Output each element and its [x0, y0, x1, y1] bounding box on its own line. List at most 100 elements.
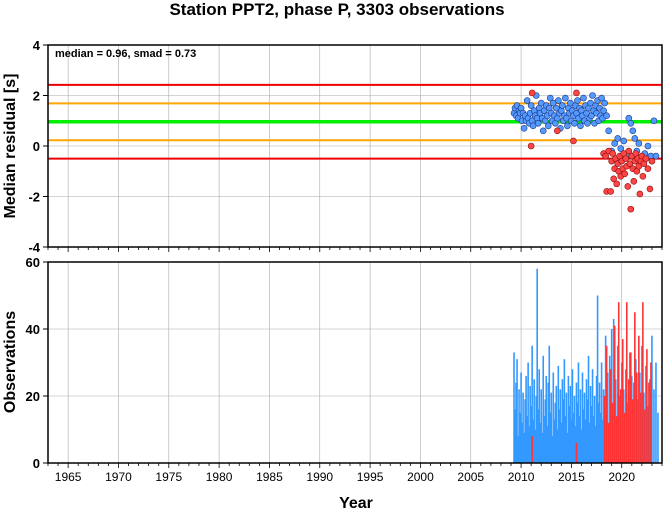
red-bar [650, 362, 652, 463]
x-tick-label: 2000 [407, 470, 434, 484]
blue-bar [515, 382, 517, 463]
blue-point [598, 94, 605, 102]
blue-point [617, 145, 625, 152]
blue-bar [533, 379, 535, 463]
red-bar [621, 339, 624, 463]
blue-bar [602, 389, 605, 463]
red-point [636, 190, 644, 198]
blue-bar [513, 352, 515, 463]
blue-bar [559, 389, 562, 463]
red-bar [605, 345, 608, 463]
red-bar [632, 399, 634, 463]
blue-bar [563, 359, 566, 463]
blue-point [574, 97, 581, 104]
red-point [644, 165, 652, 173]
blue-bar [545, 375, 548, 463]
blue-bar [597, 402, 600, 463]
blue-bar [544, 399, 547, 463]
blue-bar [591, 369, 594, 463]
blue-bar [561, 379, 564, 463]
blue-bar [518, 389, 520, 463]
blue-bar [552, 372, 555, 463]
y-tick-label: -2 [28, 190, 40, 205]
blue-point [544, 122, 552, 130]
blue-bar [595, 375, 598, 463]
blue-bar [567, 375, 570, 463]
blue-point [534, 119, 542, 127]
blue-bar [649, 379, 651, 463]
blue-bar [517, 436, 519, 463]
y-tick-label: 20 [26, 389, 40, 404]
blue-bar [553, 419, 556, 463]
blue-bar [594, 426, 597, 463]
blue-point [539, 127, 547, 135]
blue-bar [520, 372, 522, 463]
blue-bar [579, 389, 582, 463]
blue-bar [522, 392, 524, 463]
blue-bar [538, 369, 540, 463]
red-point [602, 152, 609, 160]
red-bar [619, 389, 622, 463]
blue-bar [565, 392, 568, 463]
blue-bar [586, 399, 589, 463]
blue-point [611, 140, 618, 147]
blue-bar [620, 362, 623, 463]
red-bar [575, 442, 578, 463]
blue-point [614, 135, 622, 142]
red-bar [603, 396, 606, 463]
blue-bar [614, 379, 617, 463]
red-bar [636, 372, 638, 463]
blue-bar [519, 412, 521, 463]
red-point [528, 89, 536, 97]
blue-bar [577, 362, 580, 463]
blue-bar [580, 429, 583, 463]
x-tick-label: 1995 [357, 470, 384, 484]
blue-bar [571, 369, 574, 463]
blue-bar [590, 406, 593, 463]
blue-bar [569, 385, 572, 463]
blue-bar [583, 392, 586, 463]
red-point [610, 175, 617, 183]
plot-frame [47, 261, 663, 464]
blue-point [527, 102, 535, 109]
red-point [624, 183, 632, 190]
red-point [554, 127, 561, 135]
blue-bar [635, 359, 637, 463]
y-axis-label-residual: Median residual [s] [2, 74, 19, 219]
blue-bar [547, 382, 550, 463]
blue-bar [585, 379, 588, 463]
blue-bar [633, 382, 635, 463]
blue-bar [576, 402, 579, 463]
blue-point [600, 107, 607, 114]
blue-bar [593, 396, 596, 463]
blue-point [605, 127, 612, 135]
blue-bar [631, 375, 633, 463]
red-point [648, 157, 656, 165]
blue-bar [574, 426, 577, 463]
blue-point [523, 97, 531, 104]
blue-bar [554, 402, 557, 463]
red-point [573, 89, 580, 97]
blue-bar [521, 422, 523, 463]
blue-bar [599, 412, 602, 463]
blue-bar [598, 382, 601, 463]
red-point [609, 150, 616, 157]
red-point [639, 173, 647, 180]
blue-bar [542, 355, 545, 463]
red-point [570, 137, 577, 145]
blue-bar [655, 362, 657, 463]
blue-bar [570, 419, 573, 463]
blue-bar [534, 429, 536, 463]
blue-bar [551, 436, 554, 463]
blue-bar [540, 389, 543, 463]
y-tick-label: -4 [28, 240, 40, 255]
blue-point [571, 119, 578, 127]
blue-bar [537, 409, 539, 463]
blue-bar [600, 362, 603, 463]
red-bar [611, 402, 614, 463]
blue-bar [543, 416, 546, 463]
blue-point [627, 119, 635, 127]
blue-point [520, 125, 528, 132]
